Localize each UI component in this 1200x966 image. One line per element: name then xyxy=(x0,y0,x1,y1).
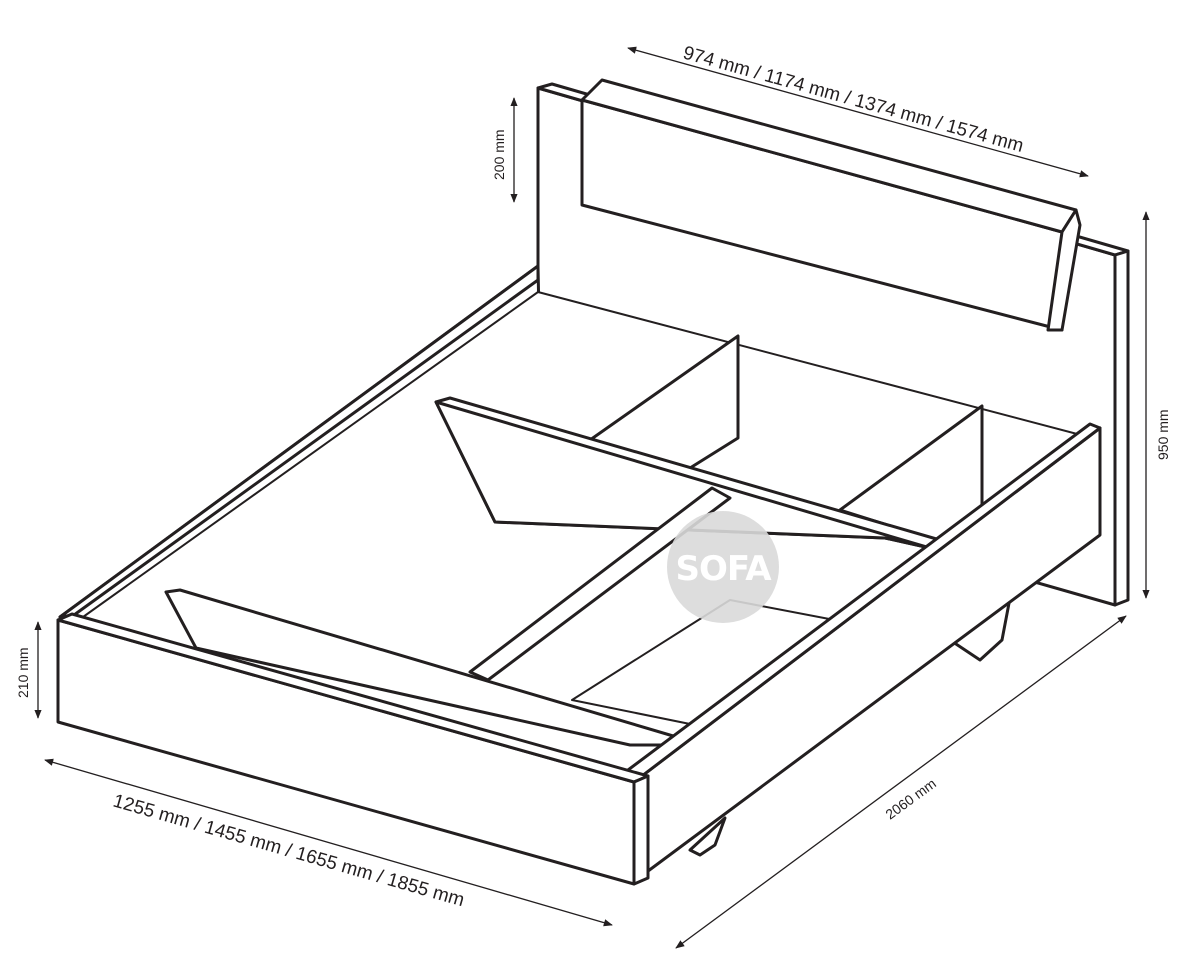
dimension-total-height-label: 950 mm xyxy=(1155,409,1171,460)
dimension-frame-height-label: 210 mm xyxy=(15,647,31,698)
dimension-cushion-height-label: 200 mm xyxy=(491,129,507,180)
dimension-total-height: 950 mm xyxy=(1142,211,1171,599)
center-beam xyxy=(468,486,732,682)
dimension-cushion-height: 200 mm xyxy=(491,97,518,203)
dimension-frame-length-label: 2060 mm xyxy=(882,775,939,822)
watermark-text: SOFA xyxy=(675,549,772,589)
upper-cross-panel xyxy=(434,396,942,550)
dimension-frame-height: 210 mm xyxy=(15,621,42,719)
sofa-watermark: SOFA xyxy=(667,511,779,623)
